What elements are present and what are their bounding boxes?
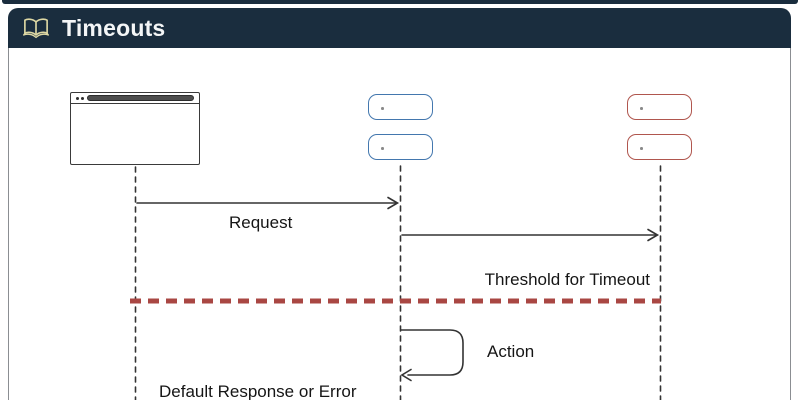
- window-dot-icon: [81, 96, 84, 100]
- timeouts-card: Timeouts: [8, 8, 791, 400]
- page-title: Timeouts: [62, 14, 166, 41]
- message-label-request: Request: [229, 213, 293, 232]
- box-mark: [381, 147, 384, 150]
- upstream-box: [627, 134, 692, 160]
- upstream-box: [627, 94, 692, 120]
- window-dot-icon: [76, 96, 79, 100]
- box-mark: [640, 147, 643, 150]
- message-label-default-response: Default Response or Error: [159, 382, 357, 400]
- browser-window-shape: [70, 92, 200, 165]
- open-book-icon: [22, 16, 50, 40]
- previous-section-edge: [2, 0, 798, 4]
- message-label-threshold: Threshold for Timeout: [484, 270, 650, 289]
- browser-titlebar: [71, 93, 199, 104]
- box-mark: [640, 107, 643, 110]
- box-mark: [381, 107, 384, 110]
- service-box: [368, 94, 433, 120]
- service-box: [368, 134, 433, 160]
- address-bar-shape: [87, 95, 194, 101]
- message-label-action: Action: [487, 342, 535, 361]
- card-header: Timeouts: [8, 8, 791, 48]
